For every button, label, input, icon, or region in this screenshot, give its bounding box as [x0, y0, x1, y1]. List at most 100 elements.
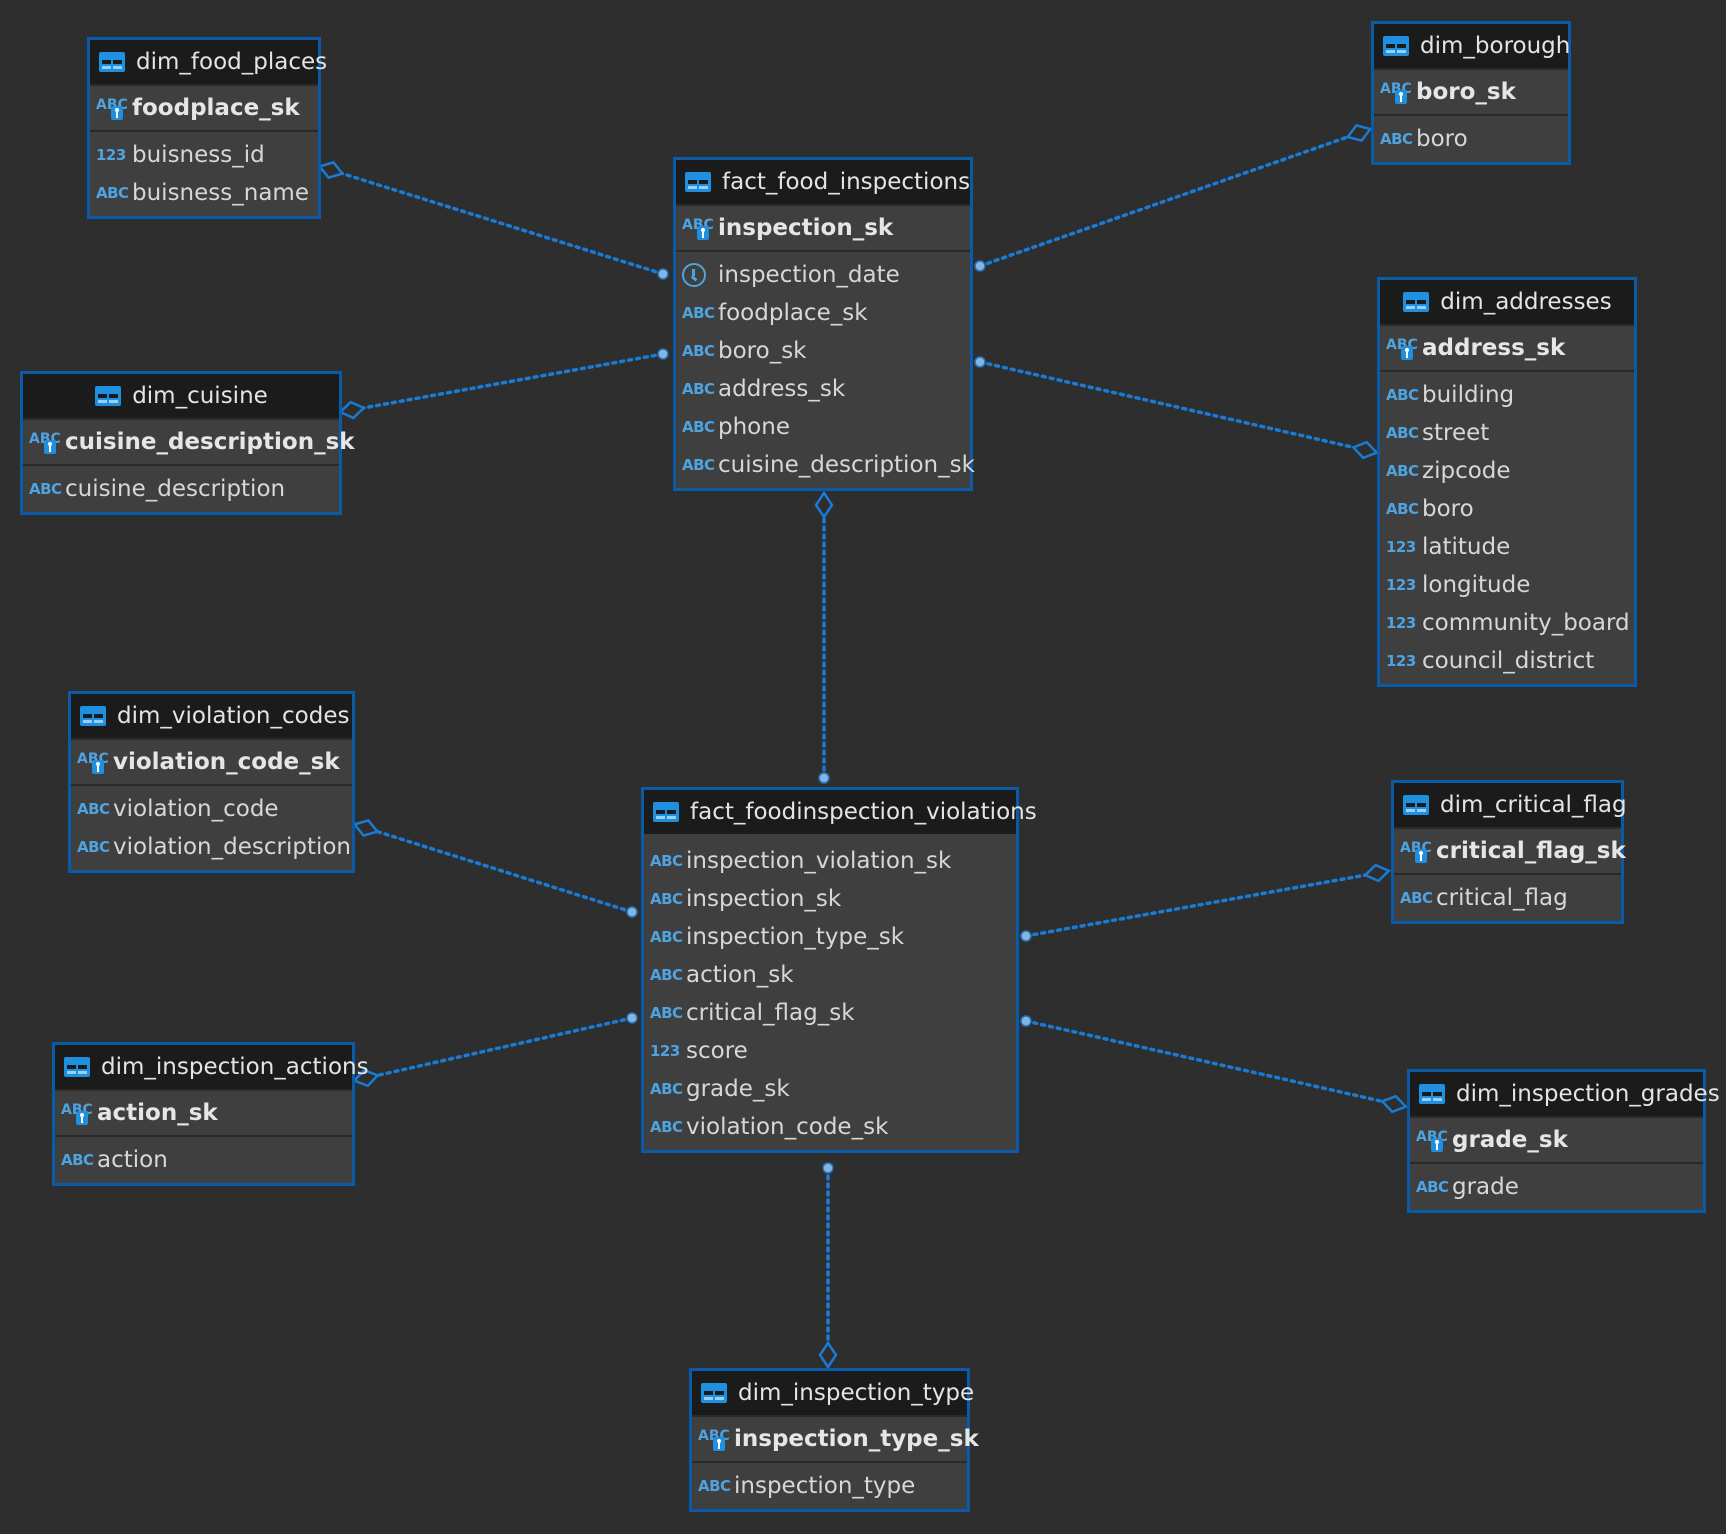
- text-type-icon: ABC: [1380, 130, 1413, 148]
- table-icon: [99, 52, 125, 72]
- relationship-fact-foodinspection-violations-to-dim-inspection-actions[interactable]: [352, 1012, 638, 1088]
- relationship-diamond-end: [1345, 124, 1373, 142]
- text-type-icon: ABC: [682, 418, 715, 436]
- relationship-fact-food-inspections-to-dim-addresses[interactable]: [974, 356, 1379, 460]
- primary-key-icon: ABC: [77, 749, 109, 775]
- relationship-dot-end: [657, 348, 669, 360]
- table-header[interactable]: dim_inspection_grades: [1410, 1072, 1720, 1116]
- numeric-type-icon: 123: [96, 146, 126, 164]
- column-name: buisness_name: [132, 180, 309, 206]
- table-icon: [95, 386, 122, 406]
- text-type-icon: ABC: [698, 1477, 731, 1495]
- table-header[interactable]: dim_borough: [1374, 24, 1570, 68]
- table-icon: [701, 1383, 727, 1403]
- table-header[interactable]: dim_critical_flag: [1394, 783, 1627, 827]
- table-header[interactable]: dim_addresses: [1380, 280, 1634, 324]
- primary-key-name: address_sk: [1422, 335, 1566, 361]
- relationship-dot-end: [822, 1162, 834, 1174]
- relationship-fact-food-inspections-to-dim-food-places[interactable]: [317, 159, 669, 280]
- relationship-fact-foodinspection-violations-to-dim-violation-codes[interactable]: [352, 817, 638, 918]
- table-header[interactable]: fact_food_inspections: [676, 160, 970, 204]
- relationship-fact-foodinspection-violations-to-fact-food-inspections[interactable]: [814, 490, 834, 784]
- relationship-fact-food-inspections-to-dim-borough[interactable]: [974, 121, 1373, 272]
- primary-key-icon: ABC: [29, 429, 61, 455]
- column-row[interactable]: inspection_date: [676, 256, 970, 294]
- relationship-dot-end: [974, 260, 986, 272]
- table-header[interactable]: dim_food_places: [90, 40, 327, 84]
- table-header[interactable]: fact_foodinspection_violations: [644, 790, 1037, 834]
- column-name: inspection_date: [718, 262, 900, 288]
- text-type-icon: ABC: [77, 838, 110, 856]
- relationship-line: [350, 352, 665, 412]
- table-name: fact_food_inspections: [722, 169, 971, 195]
- table-header[interactable]: dim_inspection_type: [692, 1371, 974, 1415]
- relationship-fact-foodinspection-violations-to-dim-inspection-type[interactable]: [818, 1162, 838, 1370]
- primary-key-name: foodplace_sk: [132, 95, 300, 121]
- table-header[interactable]: dim_violation_codes: [71, 694, 352, 738]
- column-name: address_sk: [718, 376, 846, 402]
- relationship-fact-food-inspections-to-dim-cuisine[interactable]: [337, 348, 669, 420]
- relationship-fact-foodinspection-violations-to-dim-inspection-grades[interactable]: [1020, 1015, 1408, 1114]
- table-name: dim_inspection_grades: [1456, 1081, 1720, 1107]
- table-header[interactable]: dim_cuisine: [23, 374, 339, 418]
- relationship-line: [329, 168, 665, 276]
- relationship-fact-foodinspection-violations-to-dim-critical-flag[interactable]: [1020, 863, 1392, 942]
- table-header[interactable]: dim_inspection_actions: [55, 1045, 369, 1089]
